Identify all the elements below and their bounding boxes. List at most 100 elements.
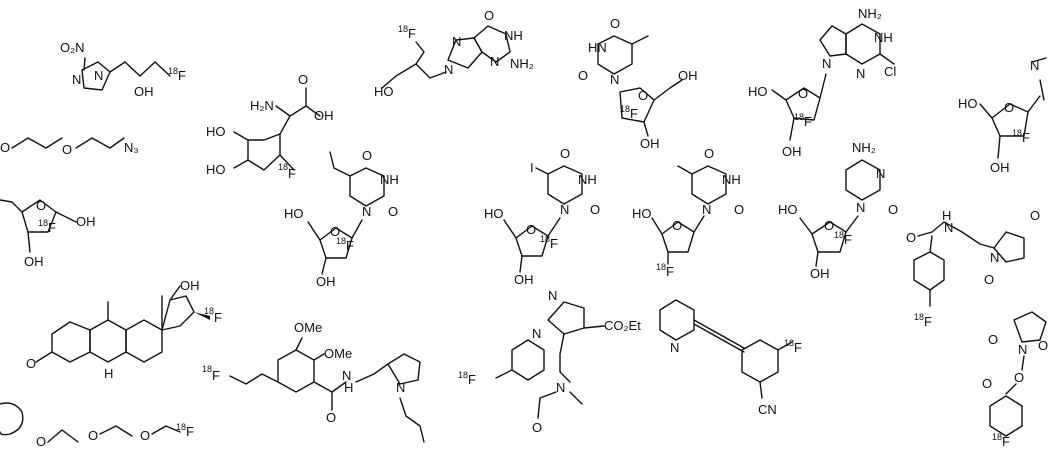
structure-fdht: O OH 18 F H <box>26 278 222 381</box>
structure-fluorodeoxyribose: O OH 18 F OH <box>0 198 96 269</box>
structure-azide-chain: O O N₃ <box>0 137 139 157</box>
label-f: F <box>212 368 220 383</box>
label-f: F <box>48 220 56 235</box>
bond-benzene <box>277 349 315 393</box>
bond-oh <box>789 117 795 141</box>
label-o-amide: O <box>906 230 916 245</box>
bond-ch2 <box>307 221 321 241</box>
label-18: 18 <box>204 306 214 316</box>
label-o: O <box>532 420 542 435</box>
bond-c <box>1005 383 1017 395</box>
label-o-ring: O <box>824 218 834 233</box>
bond-benzene <box>989 395 1023 437</box>
structure-fpeb: N 18 F CN <box>659 299 802 417</box>
bond-thymine <box>691 165 727 205</box>
bond-sugar <box>991 103 1029 137</box>
bond-glyc <box>547 217 561 237</box>
label-o-ring: O <box>638 88 648 103</box>
label-f: F <box>408 26 416 41</box>
bond-ch2 <box>503 219 517 239</box>
label-co2et: CO₂Et <box>604 318 641 333</box>
bond-benzene <box>741 339 779 383</box>
label-f: F <box>550 236 558 251</box>
label-ome1: OMe <box>294 320 322 335</box>
label-n: N <box>1018 342 1027 357</box>
bond-furanose <box>21 199 57 233</box>
label-cl: Cl <box>884 64 896 79</box>
label-18: 18 <box>784 338 794 348</box>
label-o-right: O <box>734 202 744 217</box>
bond-peg1 <box>11 137 63 149</box>
bond-ch2 <box>771 89 787 101</box>
label-o-mid: O <box>62 142 72 157</box>
label-o-ketone: O <box>26 356 36 371</box>
label-nh: NH <box>504 28 523 43</box>
bond-alkyne2 <box>693 323 745 353</box>
label-n: N <box>856 66 865 81</box>
bond-amide <box>313 381 333 411</box>
label-ho: HO <box>958 96 978 111</box>
bond-peg3 <box>151 425 181 435</box>
label-o-left: O <box>0 140 10 155</box>
label-18: 18 <box>336 236 346 246</box>
label-nh: NH <box>380 172 399 187</box>
bond-chain3 <box>139 61 156 77</box>
label-o: O <box>326 410 336 425</box>
bond-ch2 <box>979 103 993 119</box>
label-n-imide: N <box>990 250 999 265</box>
bond-cytosine <box>845 159 881 201</box>
structure-fmau: O HN O N O OH 18 F OH <box>578 16 698 151</box>
label-o-ring: O <box>36 198 46 213</box>
label-nh2: NH₂ <box>858 6 882 21</box>
label-f: F <box>214 310 222 325</box>
bond-f <box>777 341 793 351</box>
structure-ethyluracil: O NH O N O HO 18 F OH <box>284 148 399 289</box>
bond-glyc2 <box>1027 95 1041 113</box>
label-n-pyrr: N <box>396 380 405 395</box>
bond-ring-d <box>161 295 195 331</box>
structure-fdopa: H₂N O OH HO HO 18 F <box>206 72 334 181</box>
label-o2: O <box>88 428 98 443</box>
label-nh: NH <box>578 172 597 187</box>
label-o-ring: O <box>672 218 682 233</box>
bond-phenyl <box>0 402 24 436</box>
label-oh: OH <box>316 274 336 289</box>
label-nh: NH <box>874 30 893 45</box>
bond-sugar <box>319 227 353 259</box>
label-n-imid: N <box>548 288 557 303</box>
label-o-top: O <box>362 148 372 163</box>
label-oh3: OH <box>640 136 660 151</box>
label-ho1: HO <box>206 124 226 139</box>
label-n1: N <box>362 204 371 219</box>
label-o-top: O <box>560 146 570 161</box>
label-ho2: HO <box>206 162 226 177</box>
bond-ketone <box>35 351 53 363</box>
label-n1: N <box>560 202 569 217</box>
label-f: F <box>924 314 932 329</box>
label-ho: HO <box>484 206 504 221</box>
label-oh: OH <box>180 278 200 293</box>
bond-glyc <box>1039 79 1045 101</box>
bond-aa <box>275 87 307 117</box>
label-18: 18 <box>914 312 924 322</box>
label-nh2: NH₂ <box>852 140 876 155</box>
bond-glyc <box>351 219 363 239</box>
bond-peg2 <box>75 137 125 149</box>
label-ho: HO <box>284 206 304 221</box>
bond-ho2 <box>233 159 249 169</box>
label-o-top: O <box>704 146 714 161</box>
bond-succinimide <box>1013 311 1047 343</box>
label-cn: CN <box>758 402 777 417</box>
bond-ester <box>583 325 605 329</box>
bond-pyridine <box>659 299 695 341</box>
label-o2n: O₂N <box>60 40 85 55</box>
label-o-carbonyl: O <box>982 376 992 391</box>
bond-imidazole <box>547 301 585 335</box>
bond-sugar <box>661 221 695 253</box>
label-18: 18 <box>458 370 468 380</box>
label-n-pyr: N <box>670 340 679 355</box>
bond-ome2 <box>313 353 325 361</box>
structure-phenoxy-peg: O O O 18 F <box>0 402 194 449</box>
label-n-ring: N <box>532 326 541 341</box>
